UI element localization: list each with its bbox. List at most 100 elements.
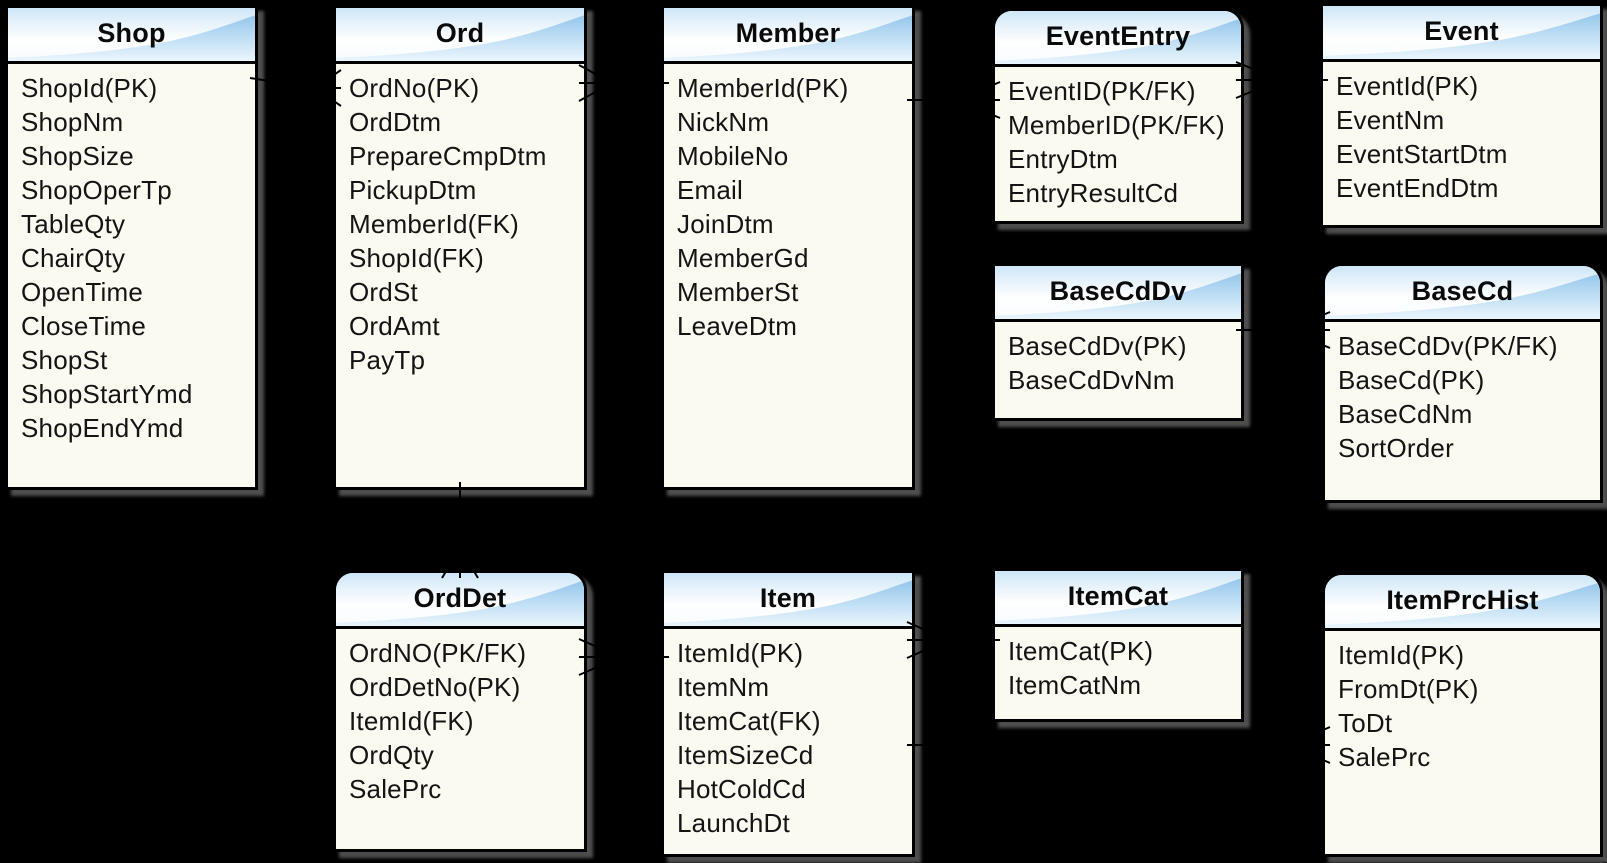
field-row: ShopSt: [21, 345, 108, 375]
field-row: EventStartDtm: [1336, 139, 1508, 169]
field-row: OrdNo(PK): [349, 73, 480, 103]
field-row: EntryResultCd: [1008, 178, 1179, 208]
entity-field-list: ItemCat(PK)ItemCatNm: [995, 627, 1241, 702]
field-row: MemberID(PK/FK): [1008, 110, 1225, 140]
field-row: ShopSize: [21, 141, 134, 171]
header-gloss-decoration: [664, 15, 912, 61]
entity-itemcat[interactable]: ItemCat ItemCat(PK)ItemCatNm: [992, 568, 1244, 722]
entity-title: Member: [735, 18, 841, 48]
entity-orddet[interactable]: OrdDet OrdNO(PK/FK) OrdDetNo(PK) ItemId(FK…: [333, 570, 587, 852]
entity-title: EventEntry: [1045, 21, 1191, 51]
entity-basecddv[interactable]: BaseCdDv BaseCdDv(PK) BaseCdDvNm: [992, 263, 1244, 421]
relation-event-evententry: [1235, 61, 1328, 99]
field-row: OpenTime: [21, 277, 144, 307]
field-row: OrdNO(PK/FK): [349, 638, 527, 668]
entity-header: Shop: [8, 8, 255, 64]
field-row: BaseCdNm: [1338, 399, 1473, 429]
entity-header: EventEntry: [995, 11, 1241, 67]
entity-evententry[interactable]: EventEntry EventID(PK/FK)MemberID(PK/FK)…: [992, 8, 1244, 224]
field-row: ItemSizeCd: [677, 740, 814, 770]
entity-header: Event: [1323, 6, 1600, 62]
entity-header: Ord: [336, 8, 584, 64]
field-row: ShopNm: [21, 107, 124, 137]
header-gloss-decoration: [995, 18, 1241, 64]
field-row: PickupDtm: [349, 175, 477, 205]
field-row: Email: [677, 175, 744, 205]
entity-header: ItemCat: [995, 571, 1241, 627]
field-row: ItemId(PK): [1338, 640, 1465, 670]
field-row: ShopOperTp: [21, 175, 172, 205]
field-row: LaunchDt: [677, 808, 790, 838]
field-row: ItemNm: [677, 672, 770, 702]
header-gloss-decoration: [336, 580, 584, 626]
field-row: ItemId(FK): [349, 706, 474, 736]
relation-itemcat-item: [906, 621, 1000, 659]
entity-header: ItemPrcHist: [1325, 575, 1600, 631]
header-gloss-decoration: [995, 273, 1241, 319]
field-row: OrdAmt: [349, 311, 440, 341]
field-row: ChairQty: [21, 243, 126, 273]
entity-title: BaseCdDv: [1049, 276, 1187, 306]
entity-header: Member: [664, 8, 912, 64]
field-row: OrdDtm: [349, 107, 442, 137]
header-gloss-decoration: [1325, 582, 1600, 628]
header-gloss-decoration: [1323, 13, 1600, 59]
field-row: PayTp: [349, 345, 426, 375]
relation-shop-ord: [249, 69, 342, 107]
entity-basecd[interactable]: BaseCd BaseCdDv(PK/FK)BaseCd(PK)BaseCdNm…: [1322, 263, 1603, 503]
field-row: MemberId(FK): [349, 209, 519, 239]
field-row: MobileNo: [677, 141, 789, 171]
header-gloss-decoration: [8, 15, 255, 61]
field-row: EventNm: [1336, 105, 1445, 135]
field-row: EventEndDtm: [1336, 173, 1499, 203]
field-row: MemberGd: [677, 243, 809, 273]
field-row: OrdSt: [349, 277, 418, 307]
entity-title: ItemCat: [1067, 581, 1169, 611]
field-row: OrdDetNo(PK): [349, 672, 521, 702]
field-row: SalePrc: [349, 774, 442, 804]
entity-title: Item: [759, 583, 817, 613]
entity-title: Shop: [97, 18, 166, 48]
entity-title: Ord: [435, 18, 485, 48]
field-row: ToDt: [1338, 708, 1393, 738]
relation-member-ord: [578, 64, 669, 102]
field-row: FromDt(PK): [1338, 674, 1479, 704]
field-row: MemberId(PK): [677, 73, 849, 103]
entity-header: BaseCdDv: [995, 266, 1241, 322]
field-row: SortOrder: [1338, 433, 1454, 463]
field-row: BaseCdDvNm: [1008, 365, 1175, 395]
field-row: LeaveDtm: [677, 311, 798, 341]
entity-title: BaseCd: [1411, 276, 1514, 306]
entity-field-list: BaseCdDv(PK) BaseCdDvNm: [995, 322, 1241, 397]
field-row: MemberSt: [677, 277, 799, 307]
field-row: CloseTime: [21, 311, 147, 341]
field-row: BaseCdDv(PK): [1008, 331, 1187, 361]
field-row: EntryDtm: [1008, 144, 1118, 174]
header-gloss-decoration: [664, 580, 912, 626]
field-row: PrepareCmpDtm: [349, 141, 547, 171]
entity-header: BaseCd: [1325, 266, 1600, 322]
header-gloss-decoration: [995, 578, 1241, 624]
field-row: ItemCat(FK): [677, 706, 821, 736]
field-row: ShopEndYmd: [21, 413, 184, 443]
field-row: ShopId(PK): [21, 73, 158, 103]
entity-title: OrdDet: [413, 583, 507, 613]
entity-field-list: OrdNO(PK/FK)OrdDetNo(PK)ItemId(FK)OrdQty…: [336, 629, 584, 806]
field-row: NickNm: [677, 107, 770, 137]
header-gloss-decoration: [336, 15, 584, 61]
field-row: ShopStartYmd: [21, 379, 193, 409]
entity-header: Item: [664, 573, 912, 629]
field-row: JoinDtm: [677, 209, 774, 239]
